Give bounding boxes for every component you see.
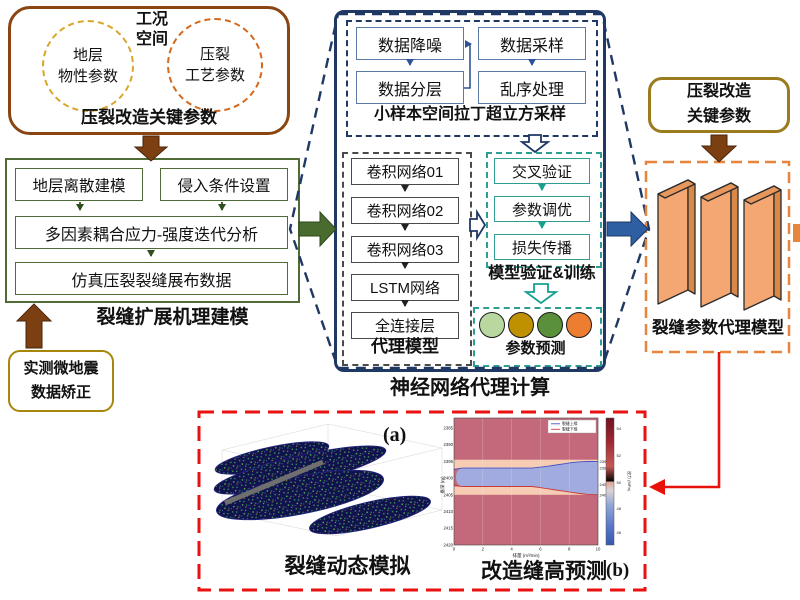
cross-validation-box: 交叉验证 bbox=[494, 158, 590, 184]
svg-text:54: 54 bbox=[617, 426, 622, 431]
svg-text:2415: 2415 bbox=[443, 526, 453, 531]
legend: 裂缝上缘 裂缝下缘 bbox=[547, 419, 597, 434]
edge-connector-stub bbox=[793, 224, 800, 242]
conv-net-01-box: 卷积网络01 bbox=[351, 158, 459, 185]
formation-ellipse-line2: 物性参数 bbox=[57, 68, 118, 85]
prediction-circle-2 bbox=[508, 312, 534, 338]
fracturing-ellipse-line2: 工艺参数 bbox=[184, 67, 245, 84]
svg-text:4: 4 bbox=[510, 547, 513, 552]
simulation-data-box: 仿真压裂裂缝展布数据 bbox=[15, 262, 288, 295]
discrete-modeling-box: 地层离散建模 bbox=[15, 168, 143, 201]
data-sampling-box: 数据采样 bbox=[478, 27, 586, 60]
svg-text:2395: 2395 bbox=[443, 459, 453, 464]
blue-arrow-right-icon bbox=[606, 210, 649, 248]
formation-properties-ellipse: 地层 物性参数 bbox=[42, 20, 134, 112]
right-params-box: 压裂改造 关键参数 bbox=[648, 77, 790, 133]
fig-a-caption: 裂缝动态模拟 bbox=[284, 555, 411, 578]
fig-b-label: (b) bbox=[606, 560, 630, 581]
plot-area bbox=[453, 417, 599, 546]
arrow-down-right-icon bbox=[700, 134, 738, 163]
condition-space-caption: 压裂改造关键参数 bbox=[81, 108, 217, 127]
microseismic-line1: 实测微地震 bbox=[23, 360, 99, 377]
loss-propagation-box: 损失传播 bbox=[494, 234, 590, 260]
data-denoise-box: 数据降噪 bbox=[356, 27, 464, 60]
x-axis-label: 排量 (m³/min) bbox=[513, 552, 540, 559]
fracturing-process-ellipse: 压裂 工艺参数 bbox=[167, 18, 263, 112]
neural-caption: 神经网络代理计算 bbox=[390, 377, 550, 399]
intrusion-condition-box: 侵入条件设置 bbox=[160, 168, 288, 201]
formation-ellipse-line1: 地层 bbox=[72, 47, 103, 64]
fig-b-caption: 改造缝高预测 bbox=[481, 560, 607, 583]
x-axis: 0 2 4 6 8 10 bbox=[453, 547, 601, 552]
svg-text:8: 8 bbox=[568, 547, 571, 552]
svg-text:52: 52 bbox=[617, 453, 622, 458]
fracture-lobes bbox=[213, 441, 431, 535]
colorbar: 54 52 50 48 46 应力 (MPa) bbox=[605, 417, 633, 546]
arrow-up-icon bbox=[15, 303, 53, 349]
svg-text:6: 6 bbox=[539, 547, 542, 552]
svg-text:裂缝上缘: 裂缝上缘 bbox=[562, 421, 578, 426]
fully-connected-box: 全连接层 bbox=[351, 312, 459, 339]
condition-title-line2: 空间 bbox=[135, 31, 168, 48]
prediction-circle-3 bbox=[537, 312, 563, 338]
prediction-circle-1 bbox=[479, 312, 505, 338]
green-arrow-right-icon bbox=[298, 210, 337, 248]
prediction-circle-4 bbox=[566, 312, 592, 338]
svg-text:2: 2 bbox=[482, 547, 485, 552]
svg-text:50: 50 bbox=[617, 480, 622, 485]
latin-sampling-caption: 小样本空间拉丁超立方采样 bbox=[373, 106, 566, 123]
right-params-line2: 关键参数 bbox=[686, 108, 751, 125]
microseismic-line2: 数据矫正 bbox=[30, 384, 91, 401]
fracture-3d-figure bbox=[213, 423, 443, 537]
red-arrow-left-icon bbox=[649, 479, 665, 495]
svg-text:2385: 2385 bbox=[443, 426, 453, 431]
colorbar-label: 应力 (MPa) bbox=[627, 471, 633, 492]
proxy-model-caption: 裂缝参数代理模型 bbox=[652, 319, 784, 337]
data-shuffle-box: 乱序处理 bbox=[478, 71, 586, 104]
svg-text:46: 46 bbox=[617, 530, 622, 535]
param-tuning-box: 参数调优 bbox=[494, 196, 590, 222]
microseismic-box: 实测微地震 数据矫正 bbox=[8, 350, 114, 412]
condition-title-line1: 工况 bbox=[135, 11, 168, 28]
data-stratify-box: 数据分层 bbox=[356, 71, 464, 104]
prediction-caption: 参数预测 bbox=[505, 340, 566, 357]
fracturing-ellipse-line1: 压裂 bbox=[199, 46, 230, 63]
conv-net-02-box: 卷积网络02 bbox=[351, 197, 459, 224]
prediction-circles bbox=[475, 312, 596, 338]
svg-text:48: 48 bbox=[617, 506, 622, 511]
svg-text:0: 0 bbox=[453, 547, 456, 552]
fig-a-label: (a) bbox=[383, 424, 407, 446]
svg-text:2390: 2390 bbox=[443, 442, 453, 447]
svg-text:10: 10 bbox=[596, 547, 601, 552]
condition-space-title: 工况 空间 bbox=[120, 10, 184, 50]
svg-text:裂缝下缘: 裂缝下缘 bbox=[562, 427, 578, 432]
panel-3d-icon bbox=[657, 179, 782, 311]
conv-net-03-box: 卷积网络03 bbox=[351, 236, 459, 263]
lstm-box: LSTM网络 bbox=[351, 274, 459, 301]
height-prediction-chart: 裂缝上缘 裂缝下缘 2385 2390 2395 2400 2405 2410 … bbox=[440, 417, 633, 559]
coupled-analysis-box: 多因素耦合应力-强度迭代分析 bbox=[15, 216, 288, 249]
surrogate-caption: 代理模型 bbox=[371, 337, 439, 356]
mechanism-caption: 裂缝扩展机理建模 bbox=[96, 307, 249, 328]
right-params-line1: 压裂改造 bbox=[686, 83, 751, 101]
validation-caption: 模型验证&训练 bbox=[488, 265, 596, 282]
svg-text:2410: 2410 bbox=[443, 509, 453, 514]
red-connector-line bbox=[664, 352, 721, 489]
